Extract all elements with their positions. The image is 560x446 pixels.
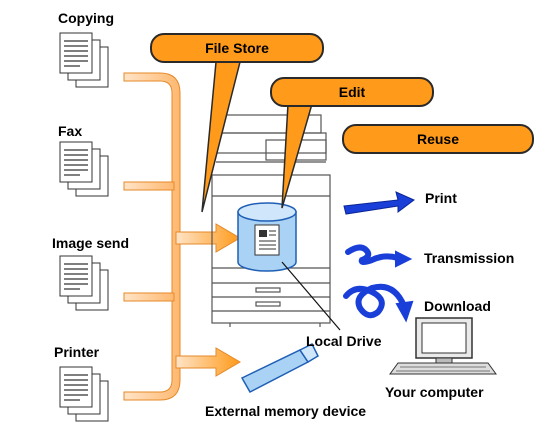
edit-callout: Edit xyxy=(270,77,434,107)
copying-document-icon xyxy=(59,32,109,88)
printer-label: Printer xyxy=(54,344,100,360)
your-computer-label: Your computer xyxy=(385,384,484,400)
file-store-callout-tail xyxy=(201,61,241,213)
transmission-arrow xyxy=(345,244,413,268)
image-send-label: Image send xyxy=(52,235,130,251)
print-arrow xyxy=(343,191,415,215)
file-store-callout: File Store xyxy=(150,33,324,63)
local-drive-icon xyxy=(237,202,297,272)
fax-document-icon xyxy=(59,141,109,197)
computer-icon xyxy=(389,317,497,375)
print-label: Print xyxy=(425,190,457,206)
local-drive-label: Local Drive xyxy=(306,333,382,349)
reuse-callout: Reuse xyxy=(342,124,534,154)
printer-document-icon xyxy=(59,366,109,422)
edit-callout-tail xyxy=(281,103,313,209)
external-memory-arrow xyxy=(175,347,241,377)
fax-label: Fax xyxy=(58,123,83,139)
copying-label: Copying xyxy=(58,10,114,26)
usb-memory-icon xyxy=(240,342,319,393)
local-drive-leader xyxy=(281,261,341,331)
collector-pipe xyxy=(123,72,181,401)
image-send-document-icon xyxy=(59,255,109,311)
download-arrow xyxy=(343,283,414,323)
download-label: Download xyxy=(424,298,491,314)
external-memory-label: External memory device xyxy=(205,403,367,419)
store-arrow xyxy=(175,223,241,253)
transmission-label: Transmission xyxy=(424,250,515,266)
